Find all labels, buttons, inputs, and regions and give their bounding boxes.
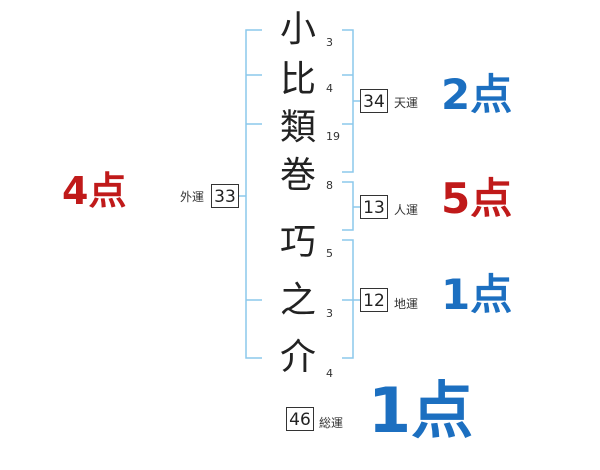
chikaku-label: 地運	[394, 297, 419, 311]
name-char-7: 介	[279, 337, 316, 378]
name-char-5: 巧	[279, 222, 316, 263]
soukaku-score: 1点	[368, 374, 474, 447]
jinkaku-label: 人運	[394, 203, 419, 217]
jinkaku-score: 5点	[441, 174, 513, 223]
soukaku-value: 46	[286, 407, 314, 431]
gaikaku-score: 4点	[62, 169, 127, 213]
tenkaku-bracket	[342, 29, 360, 173]
stroke-count-7: 4	[326, 367, 333, 380]
gaikaku-label: 外運	[180, 190, 205, 204]
jinkaku-bracket	[342, 181, 360, 231]
name-char-1: 小	[279, 9, 316, 50]
chikaku-score: 1点	[441, 270, 513, 319]
stroke-count-2: 4	[326, 82, 333, 95]
stroke-count-3: 19	[326, 130, 340, 143]
stroke-count-6: 3	[326, 307, 333, 320]
gaikaku-bracket	[232, 29, 262, 359]
stroke-count-5: 5	[326, 247, 333, 260]
tenkaku-label: 天運	[394, 96, 419, 110]
chikaku-bracket	[342, 239, 360, 359]
tenkaku-score: 2点	[441, 70, 513, 119]
chikaku-value: 12	[360, 288, 388, 312]
name-char-6: 之	[279, 280, 316, 321]
tenkaku-value: 34	[360, 89, 388, 113]
name-char-3: 類	[279, 107, 316, 148]
soukaku-label: 総運	[319, 416, 344, 430]
gaikaku-value: 33	[211, 184, 239, 208]
jinkaku-value: 13	[360, 195, 388, 219]
name-char-4: 巻	[279, 155, 316, 196]
stroke-count-4: 8	[326, 179, 333, 192]
name-char-2: 比	[279, 59, 316, 100]
stroke-count-1: 3	[326, 36, 333, 49]
